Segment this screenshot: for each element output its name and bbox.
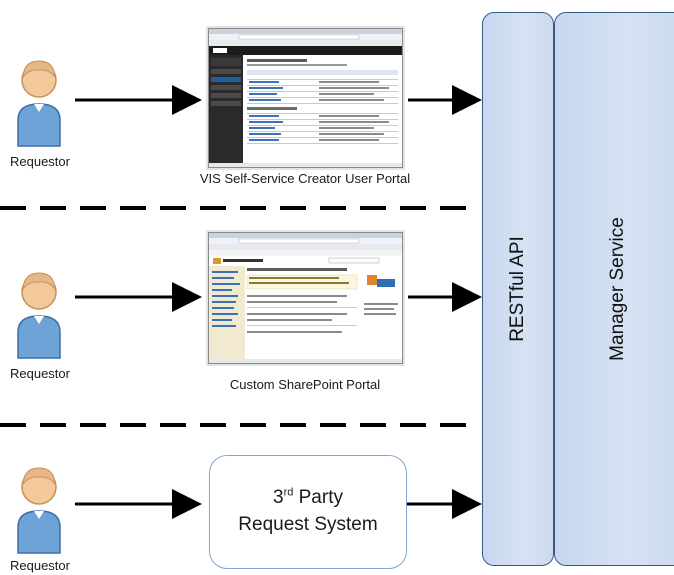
portal1-thumbnail-graphic bbox=[209, 29, 402, 167]
restful-api-label: RESTful API bbox=[507, 236, 528, 342]
portal2-thumbnail-graphic bbox=[209, 233, 402, 363]
portal2-caption: Custom SharePoint Portal bbox=[229, 377, 381, 392]
requestor-label-3: Requestor bbox=[10, 558, 70, 573]
portal2-screenshot bbox=[208, 232, 403, 364]
manager-service-column: Manager Service bbox=[554, 12, 674, 566]
third-party-line2: Request System bbox=[238, 514, 378, 535]
requestor-label-1: Requestor bbox=[10, 154, 70, 169]
manager-service-label: Manager Service bbox=[606, 217, 628, 361]
person-icon bbox=[17, 60, 61, 147]
third-party-line1: 3rd Party bbox=[273, 487, 343, 509]
portal1-screenshot bbox=[208, 28, 403, 168]
restful-api-column: RESTful API bbox=[482, 12, 554, 566]
portal1-caption: VIS Self-Service Creator User Portal bbox=[199, 171, 411, 186]
person-icon bbox=[17, 467, 61, 554]
requestor-label-2: Requestor bbox=[10, 366, 70, 381]
person-icon bbox=[17, 272, 61, 359]
third-party-request-system: 3rd Party Request System bbox=[209, 455, 407, 569]
